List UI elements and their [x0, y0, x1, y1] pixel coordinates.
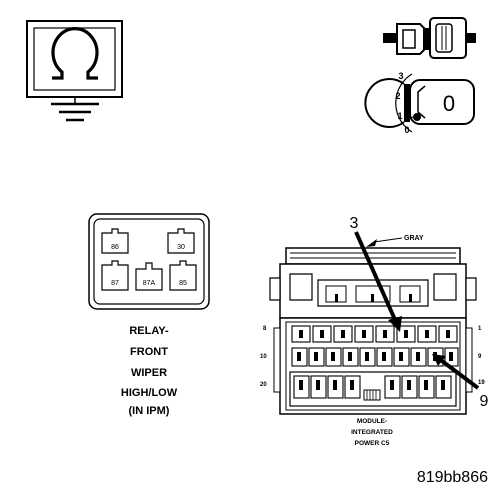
- ignition-position: 2: [395, 91, 400, 101]
- ignition-position: 3: [398, 71, 403, 81]
- svg-text:MODULE-: MODULE-: [357, 418, 387, 425]
- ohm-ground-icon: [26, 20, 123, 122]
- relay-connector: 86 30 87 87A 85: [88, 213, 210, 310]
- svg-text:(IN IPM): (IN IPM): [129, 405, 170, 417]
- row-number-right: 19: [478, 380, 485, 386]
- module-connector: [269, 247, 477, 415]
- svg-text:HIGH/LOW: HIGH/LOW: [121, 387, 178, 399]
- figure-id: 819bb866: [417, 469, 488, 486]
- pin-callout-3: 3: [350, 215, 402, 332]
- fuse-icon: [383, 17, 476, 59]
- module-caption: MODULE- INTEGRATED POWER C5: [351, 418, 393, 447]
- svg-text:INTEGRATED: INTEGRATED: [351, 429, 393, 436]
- module-row-numbers: 8 10 20 1 9 19: [260, 326, 485, 388]
- relay-caption: RELAY- FRONT WIPER HIGH/LOW (IN IPM): [121, 325, 178, 417]
- pin-callout-9: 9: [432, 354, 489, 410]
- key-position-label: 0: [443, 91, 455, 116]
- svg-text:POWER C5: POWER C5: [355, 440, 390, 447]
- ignition-switch-icon: 0 3 2 1 0: [364, 71, 475, 135]
- svg-text:3: 3: [350, 215, 359, 232]
- ignition-position: 0: [404, 125, 409, 135]
- row-number-right: 9: [478, 354, 482, 360]
- relay-pin-label: 87A: [143, 280, 156, 287]
- relay-pin-label: 30: [177, 244, 185, 251]
- svg-text:WIPER: WIPER: [131, 367, 167, 379]
- row-number-right: 1: [478, 326, 482, 332]
- relay-pin-label: 87: [111, 280, 119, 287]
- connector-color-label: GRAY: [404, 235, 424, 242]
- ignition-position: 1: [397, 111, 402, 121]
- svg-text:9: 9: [480, 393, 489, 410]
- row-number-left: 20: [260, 382, 267, 388]
- connector-color-callout: GRAY: [366, 235, 424, 247]
- svg-text:RELAY-: RELAY-: [129, 325, 169, 337]
- relay-pin-label: 85: [179, 280, 187, 287]
- row-number-left: 8: [263, 326, 267, 332]
- relay-pin-label: 86: [111, 244, 119, 251]
- row-number-left: 10: [260, 354, 267, 360]
- svg-text:FRONT: FRONT: [130, 346, 168, 358]
